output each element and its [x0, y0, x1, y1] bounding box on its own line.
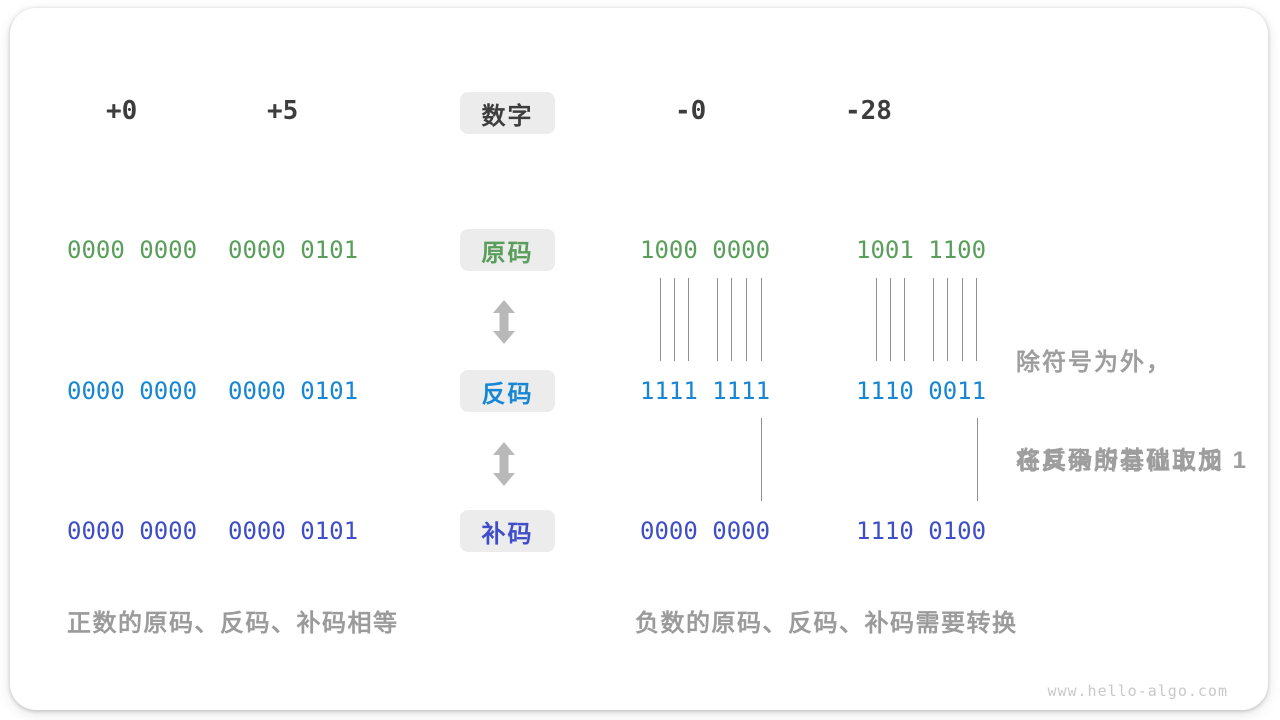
bin-sign-minus0: 1000 0000: [640, 236, 771, 264]
header-label-minus0: -0: [675, 96, 707, 126]
bit-connector-line: [674, 278, 675, 361]
bin-ones-plus0: 0000 0000: [67, 377, 198, 405]
lsb-connector-line: [977, 418, 978, 501]
ones-complement-badge: 反码: [460, 370, 555, 412]
bit-connector-line: [876, 278, 877, 361]
bit-connector-line: [904, 278, 905, 361]
bit-connector-line: [731, 278, 732, 361]
positive-caption: 正数的原码、反码、补码相等: [67, 610, 399, 637]
negative-caption: 负数的原码、反码、补码需要转换: [635, 610, 1018, 637]
invert-annotation-line2: 将其余所有位取反: [1016, 448, 1224, 475]
bit-connector-line: [660, 278, 661, 361]
bit-connector-line: [746, 278, 747, 361]
bit-connector-line: [717, 278, 718, 361]
bit-connector-line: [962, 278, 963, 361]
bit-connector-line: [761, 278, 762, 361]
double-arrow-icon: [493, 442, 515, 486]
invert-annotation: 除符号为外， 将其余所有位取反: [1016, 280, 1224, 544]
bin-twos-plus0: 0000 0000: [67, 517, 198, 545]
bit-connector-line: [976, 278, 977, 361]
bit-connector-line: [688, 278, 689, 361]
number-badge: 数字: [460, 92, 555, 134]
bin-twos-minus28: 1110 0100: [856, 517, 987, 545]
bin-twos-minus0: 0000 0000: [640, 517, 771, 545]
bin-ones-plus5: 0000 0101: [228, 377, 359, 405]
diagram-card: +0 +5 -0 -28 数字 0000 0000 0000 0101 1000…: [10, 8, 1268, 710]
add-one-annotation: 在反码的基础上加 1: [1016, 447, 1249, 474]
bit-connector-line: [933, 278, 934, 361]
bin-sign-minus28: 1001 1100: [856, 236, 987, 264]
header-label-minus28: -28: [845, 96, 892, 126]
bin-sign-plus0: 0000 0000: [67, 236, 198, 264]
bit-connector-line: [890, 278, 891, 361]
header-label-plus5: +5: [267, 96, 299, 126]
bin-twos-plus5: 0000 0101: [228, 517, 359, 545]
bit-connector-line: [947, 278, 948, 361]
header-label-plus0: +0: [106, 96, 138, 126]
bin-sign-plus5: 0000 0101: [228, 236, 359, 264]
invert-annotation-line1: 除符号为外，: [1016, 349, 1172, 376]
sign-magnitude-badge: 原码: [460, 229, 555, 271]
lsb-connector-line: [761, 418, 762, 501]
watermark: www.hello-algo.com: [1047, 682, 1228, 700]
bin-ones-minus0: 1111 1111: [640, 377, 771, 405]
double-arrow-icon: [493, 300, 515, 344]
bin-ones-minus28: 1110 0011: [856, 377, 987, 405]
twos-complement-badge: 补码: [460, 510, 555, 552]
